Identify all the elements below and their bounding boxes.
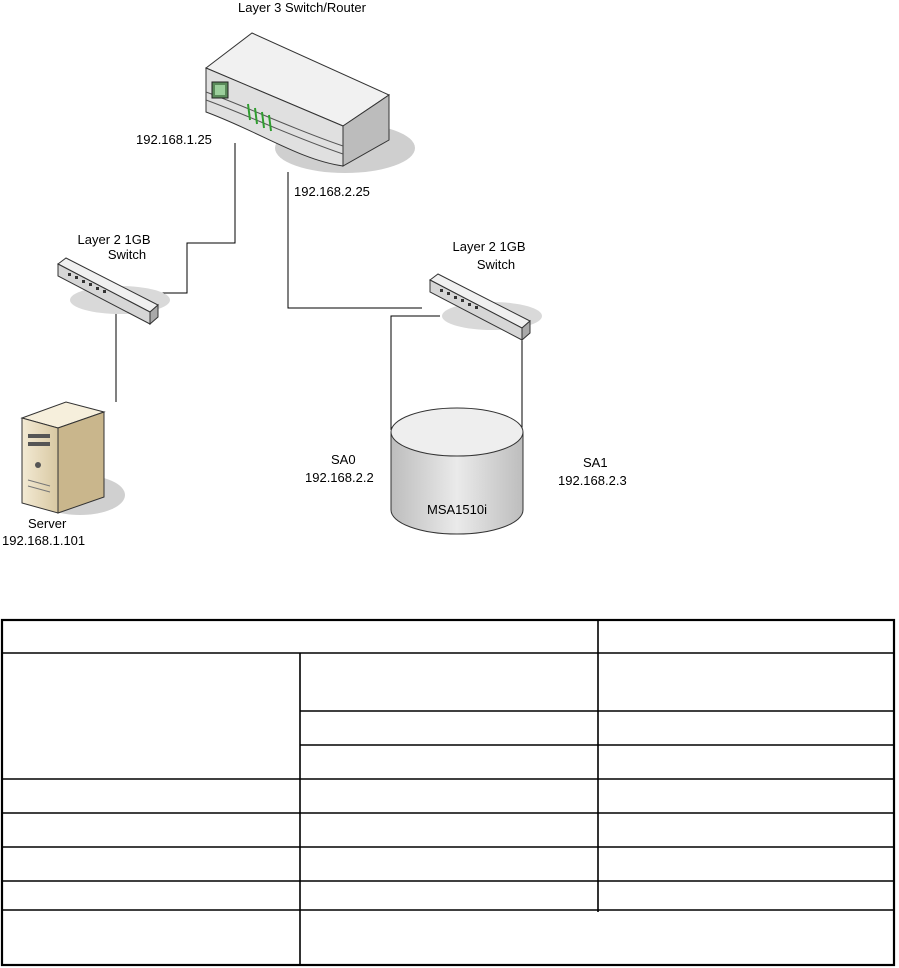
storage-name: MSA1510i xyxy=(427,502,487,517)
network-diagram: Layer 3 Switch/Router 192.168.1.25 192.1… xyxy=(2,0,627,548)
wire-right-switch-to-sa0 xyxy=(390,315,440,430)
router-device xyxy=(205,32,415,173)
right-switch-label-line1: Layer 2 1GB xyxy=(453,239,526,254)
storage-port-a-ip: 192.168.2.2 xyxy=(305,470,374,485)
server-ip: 192.168.1.101 xyxy=(2,533,85,548)
storage-port-b-ip: 192.168.2.3 xyxy=(558,473,627,488)
server-drive-icon xyxy=(28,434,50,438)
right-switch-label-line2: Switch xyxy=(477,257,515,272)
storage-port-b-name: SA1 xyxy=(583,455,608,470)
storage-device xyxy=(390,407,524,535)
router-ip-left: 192.168.1.25 xyxy=(136,132,212,147)
wire-router-to-left-switch xyxy=(110,143,236,294)
server-name: Server xyxy=(28,516,67,531)
server-device xyxy=(20,401,125,515)
storage-port-a-name: SA0 xyxy=(331,452,356,467)
spec-table xyxy=(0,618,896,967)
left-switch-device xyxy=(57,257,170,326)
router-title: Layer 3 Switch/Router xyxy=(238,0,367,15)
left-switch-ports-icon xyxy=(68,273,106,293)
right-switch-ports-icon xyxy=(440,289,478,309)
table-border xyxy=(0,618,896,967)
router-led-icon xyxy=(247,103,272,132)
router-ip-right: 192.168.2.25 xyxy=(294,184,370,199)
server-power-icon xyxy=(35,462,41,468)
right-switch-device xyxy=(429,273,542,342)
left-switch-label-line2: Switch xyxy=(108,247,146,262)
left-switch-label-line1: Layer 2 1GB xyxy=(78,232,151,247)
wire-router-to-right-switch xyxy=(287,172,422,309)
